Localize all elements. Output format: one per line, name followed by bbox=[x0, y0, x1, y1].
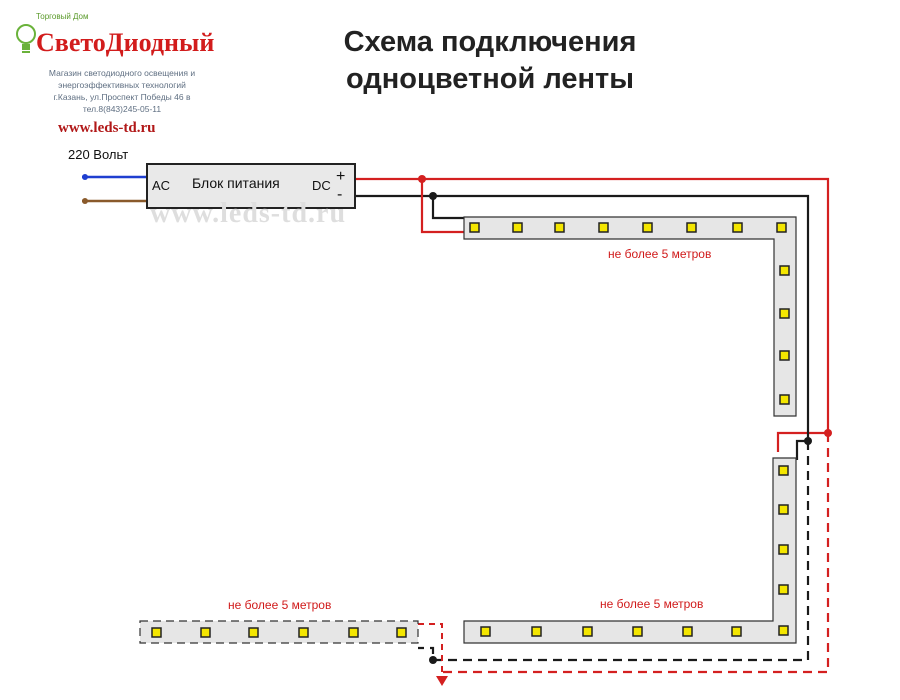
brand-phone: тел.8(843)245-05-11 bbox=[82, 104, 162, 114]
psu-minus-terminal: - bbox=[337, 186, 343, 203]
positive-extension-wire bbox=[440, 433, 830, 682]
led-chip bbox=[598, 222, 609, 233]
led-chip bbox=[731, 626, 742, 637]
negative-junction-1 bbox=[429, 192, 437, 200]
watermark: www.leds-td.ru bbox=[150, 198, 347, 229]
led-chip bbox=[151, 627, 162, 638]
brand-description-1: Магазин светодиодного освещения и bbox=[48, 68, 196, 78]
led-chip bbox=[779, 308, 790, 319]
led-chip bbox=[778, 504, 789, 515]
led-chip bbox=[732, 222, 743, 233]
segment-length-bottom: не более 5 метров bbox=[600, 597, 704, 611]
psu-label: Блок питания bbox=[192, 175, 280, 191]
led-chip bbox=[778, 544, 789, 555]
positive-extension-end bbox=[418, 623, 443, 672]
brand-address: г.Казань, ул.Проспект Победы 46 в bbox=[53, 92, 191, 102]
led-chip bbox=[779, 394, 790, 405]
led-chip bbox=[396, 627, 407, 638]
positive-arrow-icon bbox=[436, 676, 448, 686]
led-chip bbox=[348, 627, 359, 638]
brand-website-link[interactable]: www.leds-td.ru bbox=[58, 120, 156, 136]
ac-neutral-terminal bbox=[82, 198, 88, 204]
segment-length-top: не более 5 метров bbox=[608, 247, 712, 261]
psu-plus-terminal: + bbox=[336, 168, 346, 185]
segment-length-extension: не более 5 метров bbox=[228, 598, 332, 612]
led-chip bbox=[248, 627, 259, 638]
led-chip bbox=[554, 222, 565, 233]
led-chip bbox=[776, 222, 787, 233]
brand-tagline: Торговый Дом bbox=[36, 12, 89, 21]
led-strip-extension bbox=[139, 620, 419, 644]
led-chip bbox=[480, 626, 491, 637]
led-chip bbox=[778, 584, 789, 595]
led-chip bbox=[682, 626, 693, 637]
led-chip bbox=[200, 627, 211, 638]
power-supply-box bbox=[146, 163, 356, 209]
negative-junction-3 bbox=[429, 656, 437, 664]
led-chip bbox=[686, 222, 697, 233]
brand-name: СветоДиодный bbox=[36, 28, 215, 57]
positive-strip1-feed bbox=[420, 179, 464, 234]
led-chip bbox=[779, 265, 790, 276]
positive-junction-1 bbox=[418, 175, 426, 183]
led-chip bbox=[779, 350, 790, 361]
led-chip bbox=[512, 222, 523, 233]
psu-ac-label: AC bbox=[152, 178, 171, 193]
led-chip bbox=[778, 465, 789, 476]
led-strip-top bbox=[463, 216, 797, 417]
input-voltage-label: 220 Вольт bbox=[68, 147, 129, 162]
led-chip bbox=[469, 222, 480, 233]
led-chip bbox=[632, 626, 643, 637]
led-chip bbox=[531, 626, 542, 637]
led-chip bbox=[582, 626, 593, 637]
led-chip bbox=[298, 627, 309, 638]
diagram-title-line-2: одноцветной ленты bbox=[346, 63, 634, 95]
led-strip-bottom bbox=[463, 457, 797, 644]
led-chip bbox=[642, 222, 653, 233]
diagram-title-line-1: Схема подключения bbox=[343, 26, 637, 58]
negative-strip1-feed bbox=[431, 196, 464, 220]
brand-description-2: энергоэффективных технологий bbox=[58, 80, 186, 90]
led-chip bbox=[778, 625, 789, 636]
ac-live-terminal bbox=[82, 174, 88, 180]
psu-dc-label: DC bbox=[312, 178, 331, 193]
